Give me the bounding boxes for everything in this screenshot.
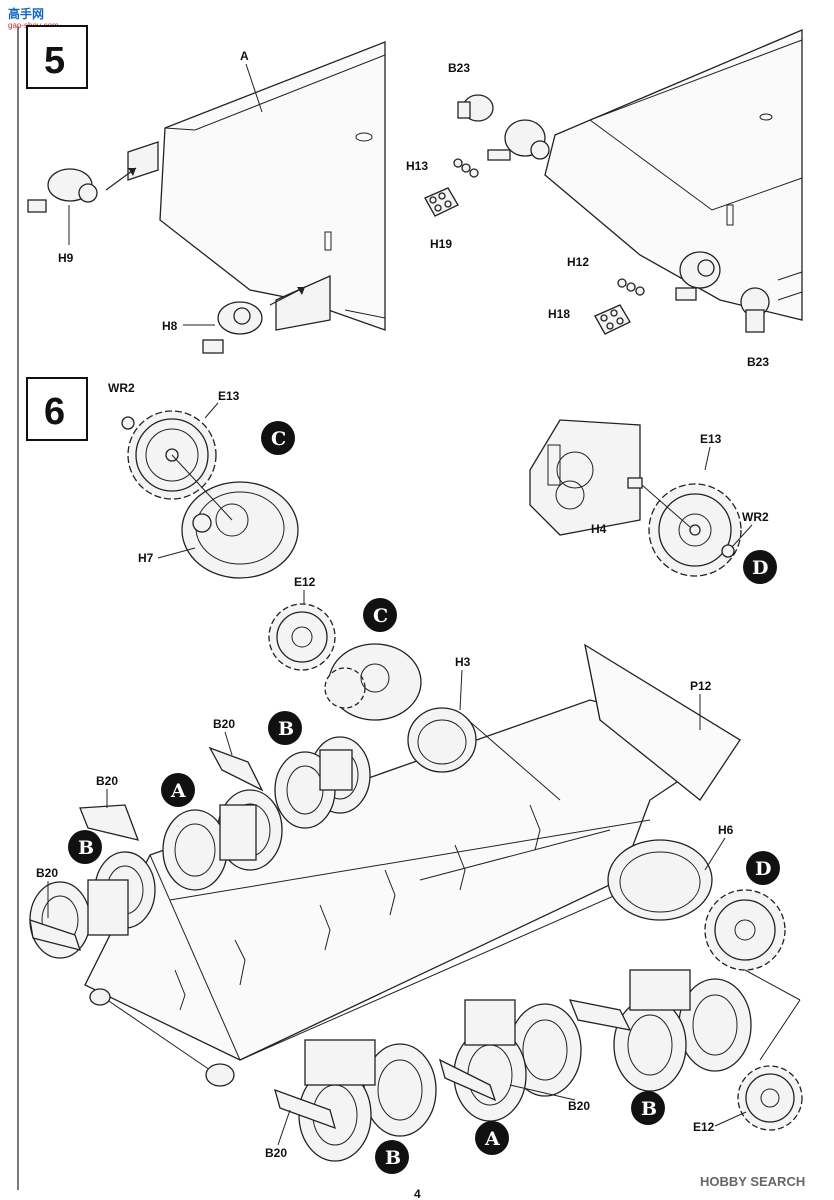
h13-part [453,158,479,178]
label-WR2-left: WR2 [108,381,135,395]
fender-h6 [607,839,713,921]
label-A: A [240,49,249,63]
final-drive-h7 [181,481,299,579]
callout-A-1-text: A [170,780,186,802]
final-drive-h4 [529,419,643,536]
b23-bottom-part [740,287,770,333]
callout-C-2 [363,598,397,632]
callout-A-2-text: A [484,1128,500,1150]
page-number: 4 [414,1187,421,1200]
chassis-braces [174,804,541,1011]
label-E13-right: E13 [700,432,722,446]
step6-box [26,377,88,441]
callout-D-2-text: D [755,858,771,880]
road-wheel-lower-1 [613,969,752,1092]
label-B20-5: B20 [265,1146,287,1160]
final-drive-c-part [324,643,422,721]
h19-part [424,187,459,217]
idler-mount-bottom [675,251,721,301]
sprocket-e13-right [648,483,742,577]
bumpstop-b20-upper [29,746,264,951]
step5-left-hull [105,41,386,331]
label-B20-1: B20 [213,717,235,731]
b23-top-part [457,94,494,122]
road-wheel-upper-2 [162,789,283,891]
label-H8: H8 [162,319,178,333]
fender-h3 [407,707,477,773]
callout-A-2 [475,1121,509,1155]
callout-B-4 [375,1140,409,1174]
h9-part [27,168,98,245]
label-WR2-right: WR2 [742,510,769,524]
road-wheel-lower-2 [453,999,582,1122]
road-wheel-lower-3 [298,1039,437,1162]
step5-box [26,25,88,89]
h18-part [594,304,631,335]
bumpstop-b20-lower [274,999,632,1130]
label-B20-4: B20 [568,1099,590,1113]
callout-B-2-text: B [78,837,94,859]
callout-B-1 [268,711,302,745]
h12-part [617,278,645,296]
callout-B-1-text: B [278,718,294,740]
sprocket-d-assembly [704,889,786,971]
sprocket-e12-top [268,603,336,671]
callout-B-2 [68,830,102,864]
label-B20-2: B20 [96,774,118,788]
watermark-hobbysearch: HOBBY SEARCH [700,1174,805,1189]
sprocket-e12-bottom [737,1065,803,1131]
label-E12-bottom: E12 [693,1120,715,1134]
road-wheel-upper-1 [274,736,371,829]
label-P12: P12 [690,679,712,693]
washer-wr2-left [121,416,135,430]
label-H19: H19 [430,237,452,251]
label-B20-3: B20 [36,866,58,880]
callout-D-2 [746,851,780,885]
drive-shaft-front [89,988,235,1087]
label-H7: H7 [138,551,154,565]
label-E12-top: E12 [294,575,316,589]
step6-number: 6 [44,391,65,433]
idler-mount-top [487,119,550,161]
label-E13-left: E13 [218,389,240,403]
callout-C-1-text: C [271,428,286,450]
label-H13: H13 [406,159,428,173]
callout-A-1 [161,773,195,807]
label-H18: H18 [548,307,570,321]
label-H6: H6 [718,823,734,837]
callout-B-4-text: B [385,1147,401,1169]
label-H12: H12 [567,255,589,269]
callout-C-2-text: C [373,605,388,627]
washer-wr2-right [721,544,735,558]
callout-B-3-text: B [641,1098,657,1120]
label-H4: H4 [591,522,607,536]
label-H3: H3 [455,655,471,669]
step5-right-hull [544,29,803,321]
callout-C-1 [261,421,295,455]
callout-D-1-text: D [752,557,768,579]
callout-D-1 [743,550,777,584]
label-B23-top: B23 [448,61,470,75]
step5-number: 5 [44,40,65,82]
callout-B-3 [631,1091,665,1125]
label-H9: H9 [58,251,74,265]
chassis-side-hull [84,643,742,1061]
h8-part [183,301,263,354]
watermark-logo-cn: 高手网 [8,6,44,21]
label-B23-bottom: B23 [747,355,769,369]
